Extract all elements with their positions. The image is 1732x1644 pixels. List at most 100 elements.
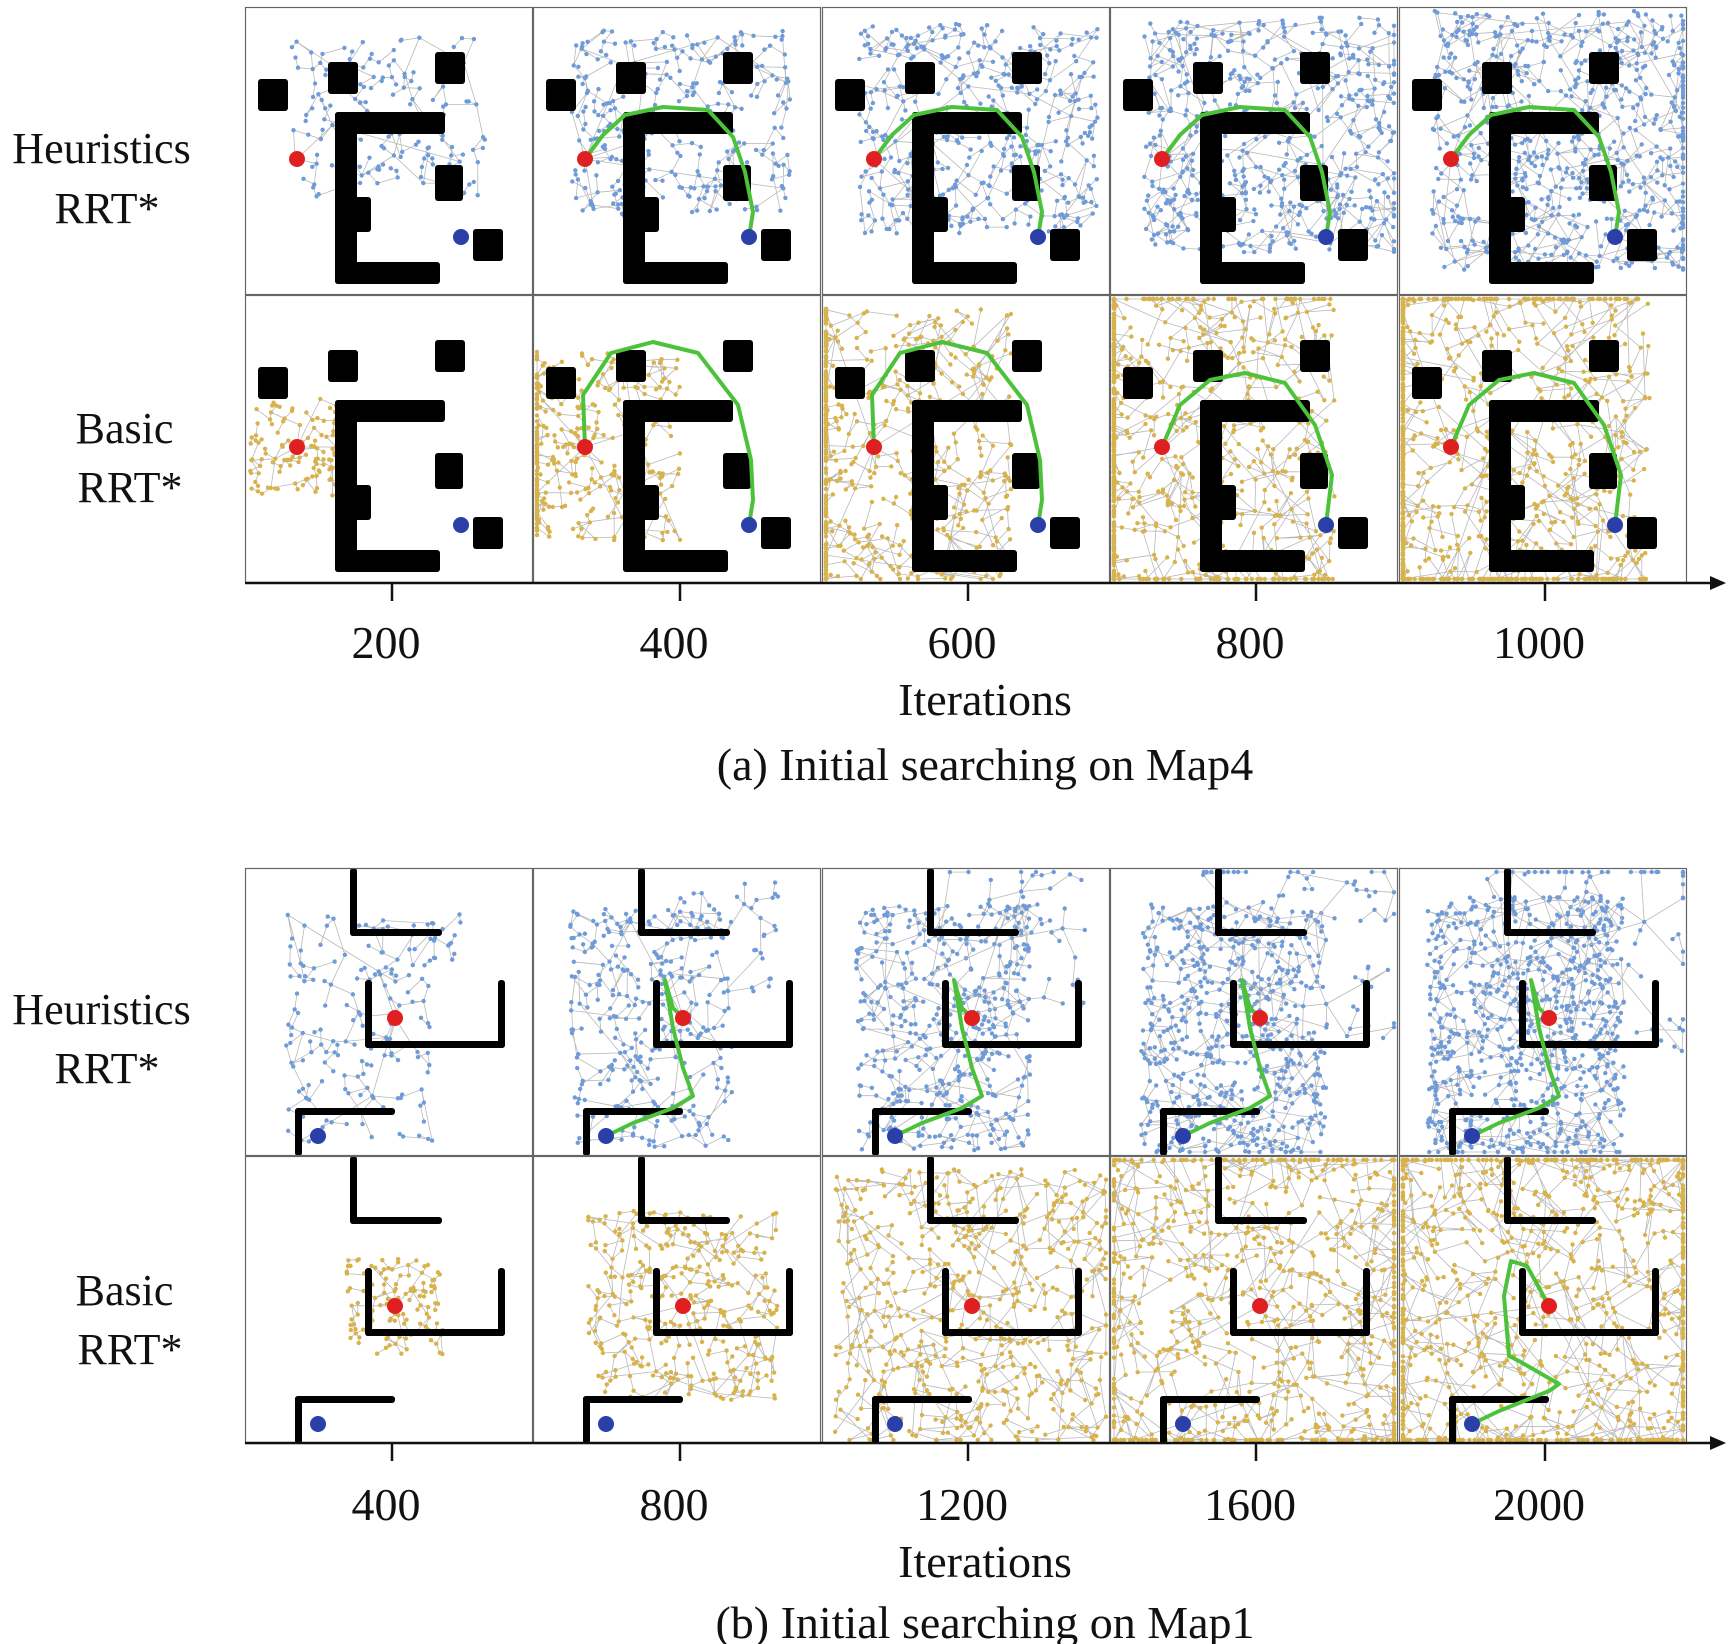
start-icon <box>866 439 882 455</box>
obstacles <box>872 868 1082 1156</box>
goal-icon <box>741 229 757 245</box>
figure-a-panel-r1-c5 <box>1398 6 1688 296</box>
goal-icon <box>598 1416 614 1432</box>
panel-frame <box>1109 6 1399 296</box>
solution-path <box>1182 978 1272 1138</box>
start-icon <box>289 439 305 455</box>
figure-a-panels <box>244 6 1688 584</box>
obstacles <box>1123 340 1368 572</box>
start-icon <box>289 151 305 167</box>
obstacles <box>1160 868 1370 1156</box>
start-icon <box>1443 439 1459 455</box>
obstacles <box>835 340 1080 572</box>
start-icon <box>1252 1298 1268 1314</box>
goal-icon <box>310 1416 326 1432</box>
axis-tick-label: 2000 <box>1493 1479 1585 1530</box>
panel-frame <box>1398 867 1688 1157</box>
axis-tick-label: 1600 <box>1204 1479 1296 1530</box>
obstacles <box>872 1156 1082 1444</box>
solution-path <box>605 978 695 1138</box>
tree-nodes <box>1481 869 1686 1054</box>
tree-nodes <box>1111 1157 1397 1443</box>
figure-b-panel-r2-c4 <box>1109 1155 1399 1445</box>
figure-b-panel-r1-c3 <box>821 867 1111 1157</box>
figure-b-row-1-label: Heuristics RRT* <box>12 985 201 1093</box>
figure-a-axis-arrow <box>1710 576 1726 590</box>
solution-path <box>1449 105 1621 238</box>
axis-tick-label: 400 <box>352 1479 421 1530</box>
solution-path <box>1471 978 1561 1138</box>
obstacles <box>1123 52 1368 284</box>
obstacles <box>583 1156 793 1444</box>
goal-icon <box>887 1416 903 1432</box>
axis-tick-label: 1200 <box>916 1479 1008 1530</box>
axis-tick-label: 1000 <box>1493 617 1585 668</box>
figure-a-panel-r2-c2 <box>532 294 822 584</box>
figure-a-panel-r2-c5 <box>1398 294 1688 584</box>
start-icon <box>866 151 882 167</box>
tree-nodes <box>407 912 463 968</box>
obstacles <box>1160 1156 1370 1444</box>
figure-a-panel-r2-c1 <box>244 294 534 584</box>
start-icon <box>1252 1010 1268 1026</box>
figure-b-panel-r2-c1 <box>244 1155 534 1445</box>
panel-frame <box>532 6 822 296</box>
figure-a-axis-label: Iterations <box>898 674 1072 725</box>
goal-icon <box>1318 517 1334 533</box>
figure-a-panel-r1-c3 <box>821 6 1111 296</box>
tree-nodes <box>1197 869 1397 1041</box>
goal-icon <box>1030 229 1046 245</box>
figure-b-panel-r2-c2 <box>532 1155 822 1445</box>
figure-a-panel-r2-c4 <box>1109 294 1399 584</box>
goal-icon <box>1175 1128 1191 1144</box>
tree-nodes <box>670 880 781 995</box>
start-icon <box>387 1010 403 1026</box>
solution-path <box>1160 105 1332 238</box>
start-icon <box>1154 151 1170 167</box>
tree-nodes <box>1111 296 1337 582</box>
figure-a-panel-r2-c3 <box>821 294 1111 584</box>
tree-edges <box>285 914 434 1142</box>
obstacles <box>258 52 503 284</box>
panel-frame <box>821 867 1111 1157</box>
start-icon <box>1541 1010 1557 1026</box>
tree-nodes <box>289 35 487 199</box>
figure-b-panel-r1-c5 <box>1398 867 1688 1157</box>
start-icon <box>1541 1298 1557 1314</box>
solution-path <box>870 340 1044 526</box>
figure-b-row-2-label: Basic RRT* <box>76 1266 185 1374</box>
panel-frame <box>244 6 534 296</box>
solution-path <box>1449 371 1623 526</box>
obstacles <box>546 52 791 284</box>
figure-b-panel-r2-c5 <box>1398 1155 1688 1445</box>
goal-icon <box>741 517 757 533</box>
goal-icon <box>1175 1416 1191 1432</box>
start-icon <box>964 1298 980 1314</box>
figure-a-row-1-label: Heuristics RRT* <box>12 124 201 233</box>
goal-icon <box>310 1128 326 1144</box>
panel-frame <box>532 867 822 1157</box>
axis-tick-label: 800 <box>640 1479 709 1530</box>
figure-b-panel-r1-c1 <box>244 867 534 1157</box>
goal-icon <box>1464 1128 1480 1144</box>
goal-icon <box>1318 229 1334 245</box>
panel-frame <box>1109 867 1399 1157</box>
obstacles <box>1412 52 1657 284</box>
start-icon <box>1443 151 1459 167</box>
goal-icon <box>1464 1416 1480 1432</box>
figure-a-caption: (a) Initial searching on Map4 <box>717 739 1253 790</box>
solution-path <box>872 105 1044 238</box>
solution-path <box>1471 1259 1561 1426</box>
tree-nodes <box>284 912 436 1144</box>
start-icon <box>675 1010 691 1026</box>
figure-b-axis-arrow <box>1710 1436 1726 1450</box>
panel-frame <box>1398 6 1688 296</box>
axis-tick-label: 600 <box>928 617 997 668</box>
figure-a-panel-r1-c4 <box>1109 6 1399 296</box>
figure-b-axis-label: Iterations <box>898 1536 1072 1587</box>
goal-icon <box>1607 517 1623 533</box>
obstacles <box>295 1156 505 1444</box>
goal-icon <box>453 229 469 245</box>
solution-path <box>583 105 755 238</box>
